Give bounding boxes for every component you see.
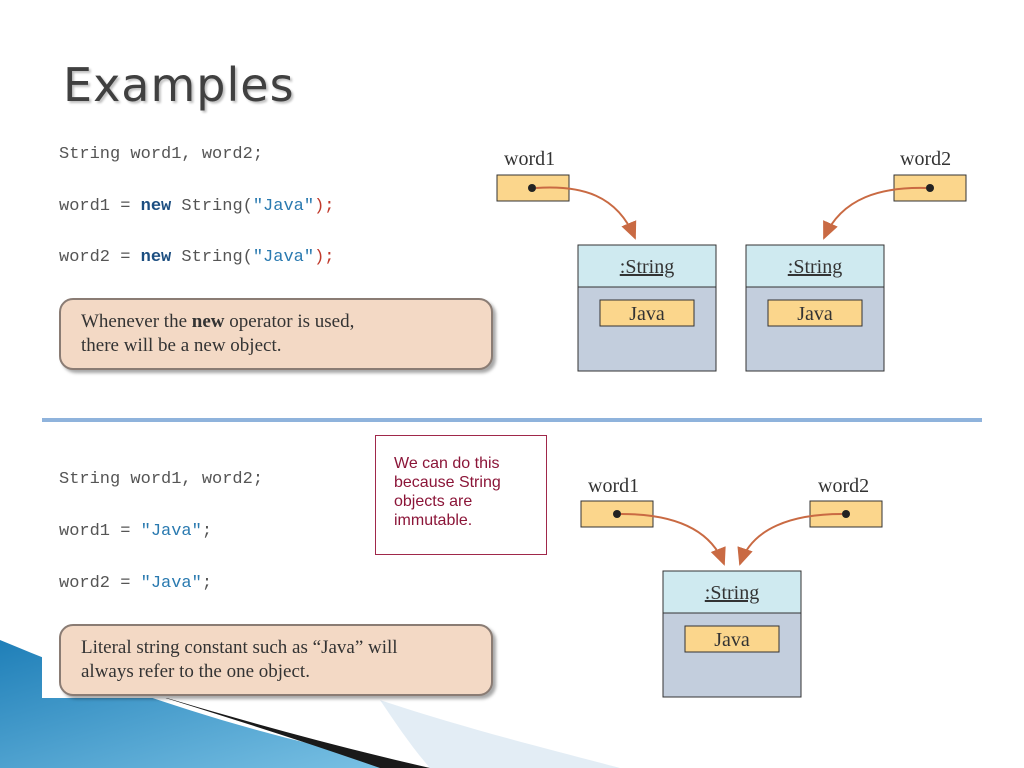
word2-arrow <box>823 186 927 240</box>
object2-type-label: :String <box>788 256 842 278</box>
word1-label: word1 <box>588 475 639 497</box>
word2-label: word2 <box>818 475 869 497</box>
two-objects-diagram: word1 word2 :String Java :String Java <box>496 148 967 372</box>
code-line-word2-new: word2 = new String("Java"); <box>59 248 335 267</box>
object-type-label: :String <box>705 582 759 604</box>
code-line-declaration: String word1, word2; <box>59 145 264 164</box>
object1-value: Java <box>629 303 665 325</box>
literal-string-note: Literal string constant such as “Java” w… <box>59 624 493 696</box>
code-line-declaration: String word1, word2; <box>59 470 264 489</box>
code-line-word1-new: word1 = new String("Java"); <box>59 197 335 216</box>
code-line-word1-literal: word1 = "Java"; <box>59 522 213 541</box>
word1-label: word1 <box>504 148 555 170</box>
new-operator-example-panel: String word1, word2; word1 = new String(… <box>42 135 982 385</box>
word2-label: word2 <box>900 148 951 170</box>
object-value: Java <box>714 629 750 651</box>
shared-string-object: :String Java <box>662 570 802 698</box>
word1-arrow <box>535 186 637 240</box>
section-divider <box>42 418 982 422</box>
slide-title: Examples <box>63 58 295 112</box>
object1-type-label: :String <box>620 256 674 278</box>
object2-value: Java <box>797 303 833 325</box>
word2-arrow <box>737 513 843 566</box>
string-object-1: :String Java <box>577 244 717 372</box>
code-line-word2-literal: word2 = "Java"; <box>59 574 213 593</box>
string-object-2: :String Java <box>745 244 885 372</box>
word1-arrow <box>620 513 726 566</box>
shared-object-diagram: word1 word2 :String Java <box>580 475 883 698</box>
immutability-callout: We can do this because String objects ar… <box>375 435 547 555</box>
new-operator-note: Whenever the new operator is used, there… <box>59 298 493 370</box>
